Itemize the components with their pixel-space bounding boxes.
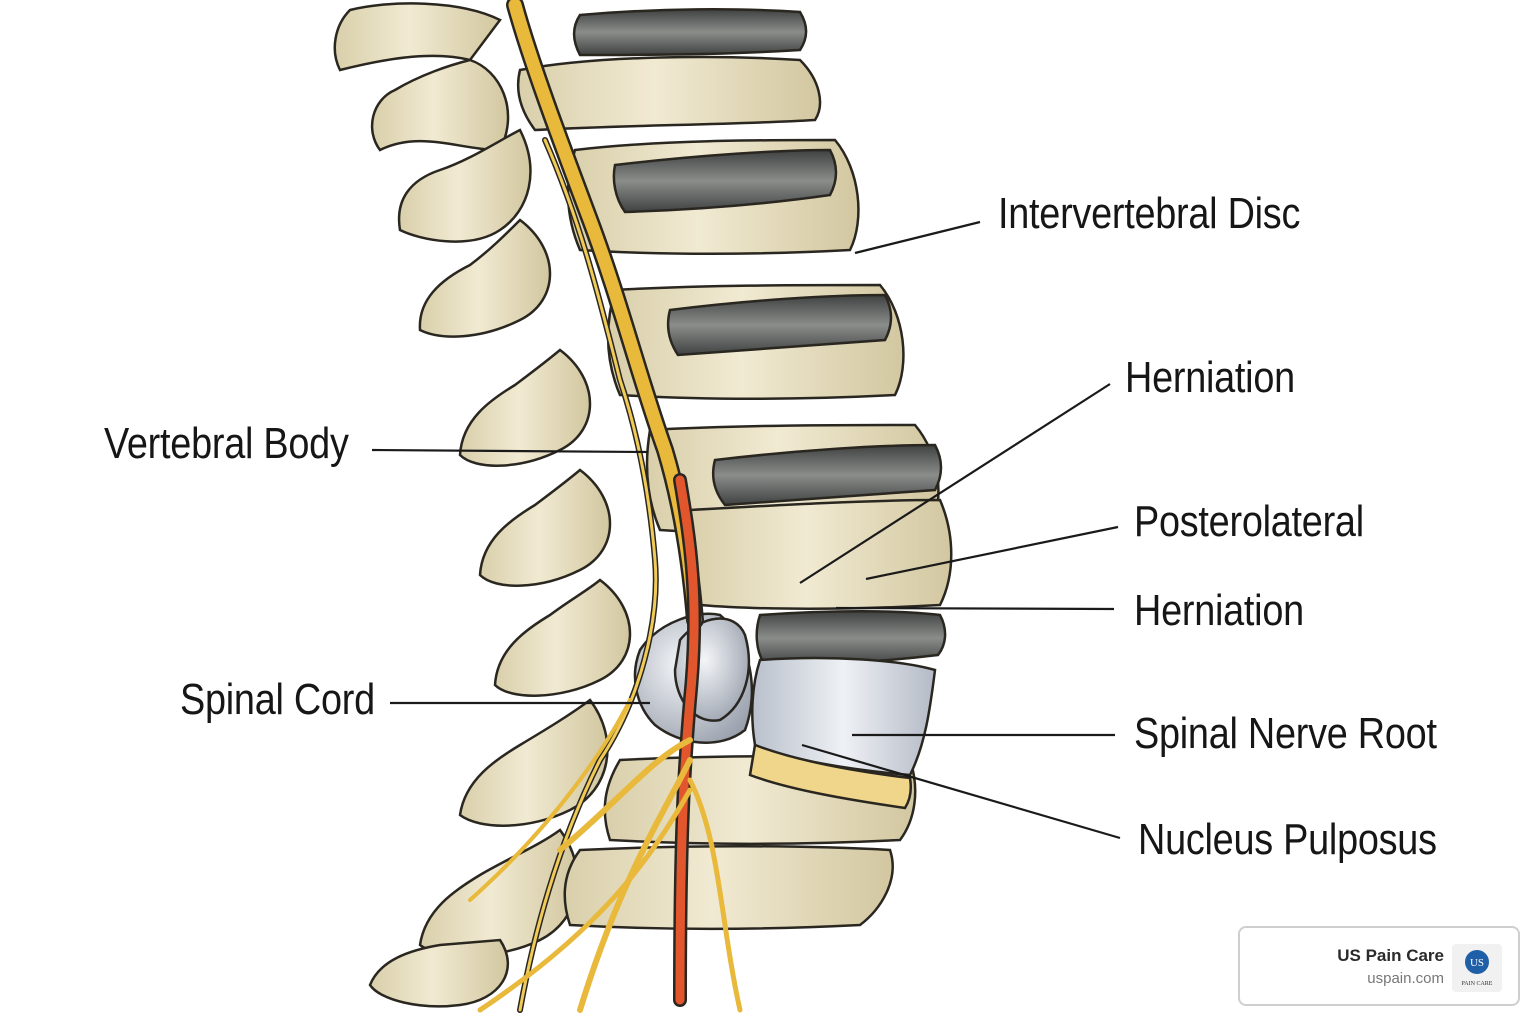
herniated-disc xyxy=(633,612,937,810)
credit-name: US Pain Care xyxy=(1337,946,1444,965)
us-pain-care-logo-icon: US PAIN CARE xyxy=(1452,944,1502,992)
label-intervertebral-disc: Intervertebral Disc xyxy=(998,189,1301,238)
label-vertebral-body: Vertebral Body xyxy=(104,419,349,468)
leader-vertebral-body xyxy=(371,448,649,454)
source-credit-badge: US Pain Care uspain.com US PAIN CARE xyxy=(1238,926,1520,1006)
logo-subtext: PAIN CARE xyxy=(1462,981,1493,987)
leader-lines xyxy=(371,220,1121,840)
leader-herniation-upper xyxy=(799,383,1111,584)
spinal-cord-and-nerves xyxy=(468,0,743,1013)
leader-nucleus-pulposus xyxy=(801,743,1121,840)
label-spinal-nerve-root: Spinal Nerve Root xyxy=(1134,709,1437,758)
credit-site: uspain.com xyxy=(1367,970,1444,987)
leader-posterolateral xyxy=(865,525,1119,581)
leader-intervertebral-disc xyxy=(854,220,981,255)
label-herniation-lower: Herniation xyxy=(1134,586,1304,635)
logo-mark-text: US xyxy=(1470,957,1484,969)
label-spinal-cord: Spinal Cord xyxy=(180,675,375,724)
leader-herniation-lower xyxy=(835,606,1115,611)
label-nucleus-pulposus: Nucleus Pulposus xyxy=(1138,815,1437,864)
label-herniation-upper: Herniation xyxy=(1125,353,1295,402)
label-posterolateral: Posterolateral xyxy=(1134,497,1364,546)
intervertebral-discs xyxy=(572,8,947,667)
